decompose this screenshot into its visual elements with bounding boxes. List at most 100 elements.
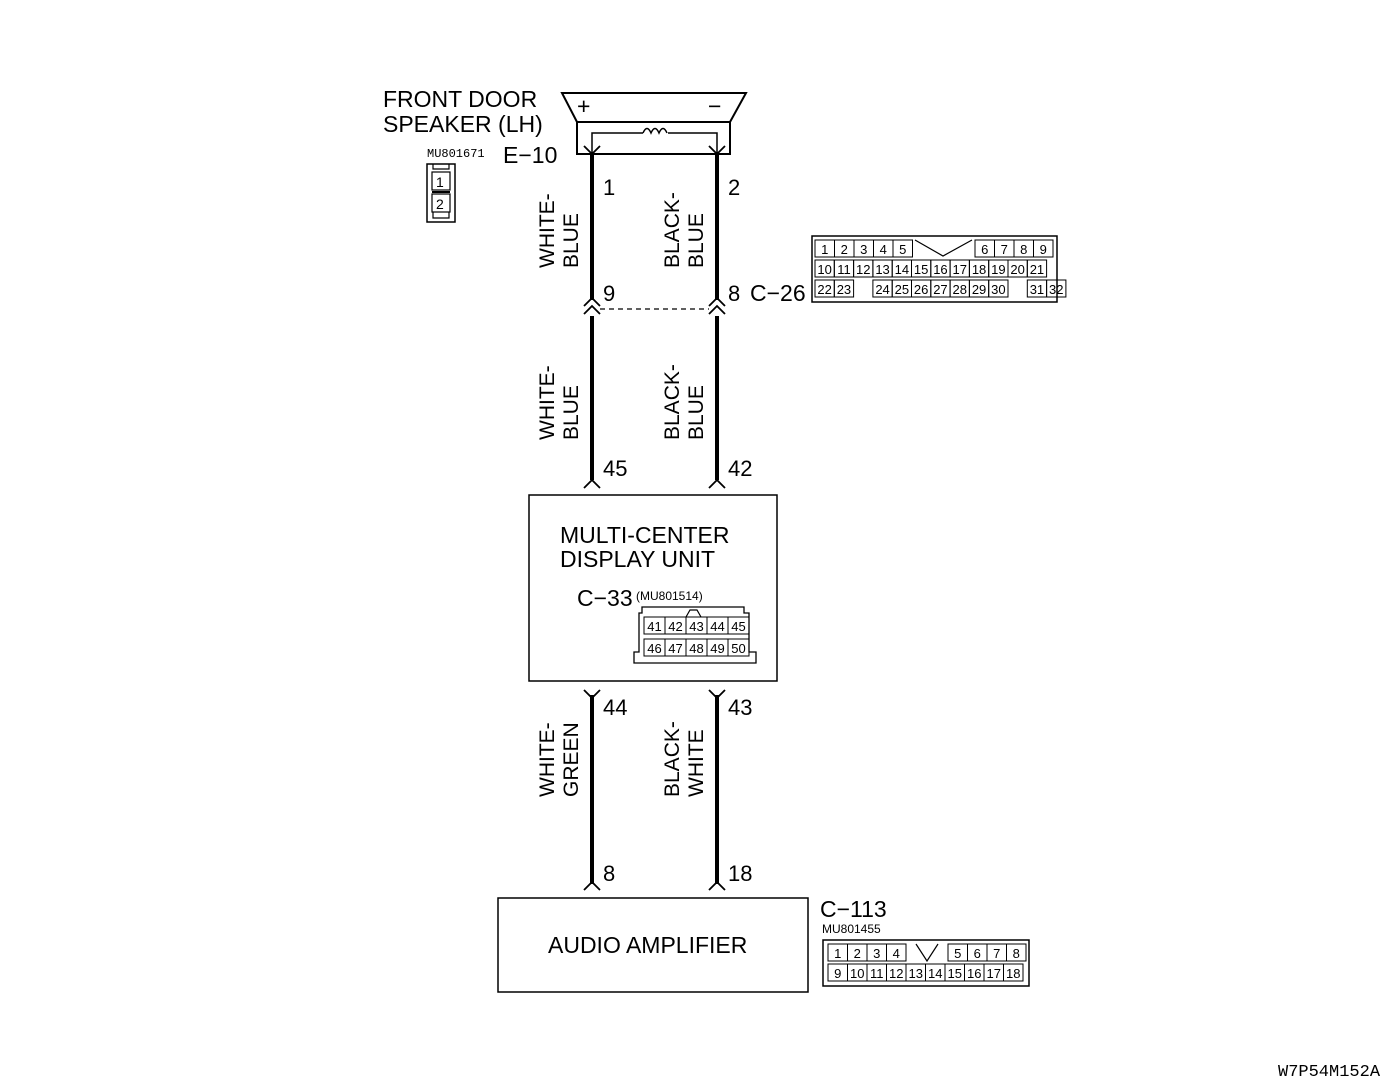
c113-pin-cell bbox=[1006, 943, 1027, 962]
wire-color-top-left-1: WHITE- bbox=[536, 193, 559, 268]
chevron-c26-left bbox=[583, 296, 601, 315]
c33-pin-49: 49 bbox=[710, 641, 724, 656]
c113-pin-1: 1 bbox=[834, 946, 841, 961]
c26-pin-12: 12 bbox=[856, 262, 870, 277]
pin-c113-8: 8 bbox=[603, 861, 615, 886]
e10-pin-2: 2 bbox=[436, 196, 444, 212]
c26-pin-10: 10 bbox=[817, 262, 831, 277]
c26-pin-15: 15 bbox=[914, 262, 928, 277]
speaker-part-number: MU801671 bbox=[427, 147, 485, 161]
wire-color-mid-right-1: BLACK- bbox=[661, 364, 684, 440]
c33-part-number: (MU801514) bbox=[636, 589, 703, 603]
c26-pin-7: 7 bbox=[1001, 242, 1008, 257]
speaker-body bbox=[576, 121, 731, 155]
c113-pin-4: 4 bbox=[893, 946, 900, 961]
c33-pin-50: 50 bbox=[731, 641, 745, 656]
chevron-c33-out-left bbox=[583, 689, 601, 700]
c26-pin-31: 31 bbox=[1030, 282, 1044, 297]
c26-pin-9: 9 bbox=[1040, 242, 1047, 257]
c113-pin-10: 10 bbox=[850, 966, 864, 981]
c33-label: C−33 bbox=[577, 585, 633, 611]
c26-pin-13: 13 bbox=[875, 262, 889, 277]
pin-numbers: 1 2 9 8 45 42 44 43 8 18 bbox=[603, 175, 752, 886]
c33-pin-48: 48 bbox=[689, 641, 703, 656]
c26-pin-cell bbox=[1046, 279, 1067, 298]
c26-pin-cell bbox=[1033, 239, 1054, 258]
wire-color-low-left-1: WHITE- bbox=[536, 722, 559, 797]
pin-c33-43: 43 bbox=[728, 695, 752, 720]
c26-pin-cell bbox=[833, 279, 855, 298]
c26-pin-21: 21 bbox=[1030, 262, 1044, 277]
speaker-connector-label: E−10 bbox=[503, 142, 557, 168]
c26-pin-cell bbox=[988, 279, 1009, 298]
pin-c33-45: 45 bbox=[603, 456, 627, 481]
pin-c33-42: 42 bbox=[728, 456, 752, 481]
c26-pin-25: 25 bbox=[895, 282, 909, 297]
c26-pin-cell bbox=[892, 239, 913, 258]
speaker-title-line1: FRONT DOOR bbox=[383, 86, 537, 112]
c113-pin-13: 13 bbox=[909, 966, 923, 981]
c26-pin-16: 16 bbox=[933, 262, 947, 277]
c26-pin-27: 27 bbox=[933, 282, 947, 297]
chevron-e10-left bbox=[583, 145, 601, 156]
c113-part-number: MU801455 bbox=[822, 922, 881, 936]
wire-color-low-right-1: BLACK- bbox=[661, 721, 684, 797]
c26-pin-1: 1 bbox=[821, 242, 828, 257]
c113-pin-2: 2 bbox=[854, 946, 861, 961]
c26-pin-18: 18 bbox=[972, 262, 986, 277]
wire-color-top-right-1: BLACK- bbox=[661, 192, 684, 268]
e10-pin-1: 1 bbox=[436, 174, 444, 190]
c26-pin-8: 8 bbox=[1020, 242, 1027, 257]
pin-c26-9: 9 bbox=[603, 281, 615, 306]
c113-pin-8: 8 bbox=[1013, 946, 1020, 961]
c26-pin-19: 19 bbox=[991, 262, 1005, 277]
c113-pin-3: 3 bbox=[873, 946, 880, 961]
c113-pin-cell bbox=[886, 943, 907, 962]
c33-pin-45: 45 bbox=[731, 619, 745, 634]
pin-c33-44: 44 bbox=[603, 695, 627, 720]
c113-pin-16: 16 bbox=[967, 966, 981, 981]
c26-pin-20: 20 bbox=[1010, 262, 1024, 277]
chevron-c33-in-left bbox=[583, 478, 601, 489]
c26-pin-23: 23 bbox=[837, 282, 851, 297]
c26-pin-5: 5 bbox=[899, 242, 906, 257]
wire-color-mid-left-2: BLUE bbox=[560, 385, 583, 440]
speaker-minus-label: − bbox=[708, 93, 721, 119]
c26-pin-17: 17 bbox=[953, 262, 967, 277]
mcdu-title-line1: MULTI-CENTER bbox=[560, 522, 730, 548]
speaker-coil-symbol bbox=[642, 127, 668, 135]
wire-color-labels: WHITE- BLUE BLACK- BLUE WHITE- BLUE BLAC… bbox=[536, 192, 708, 797]
c26-pin-22: 22 bbox=[817, 282, 831, 297]
connector-chevrons bbox=[583, 145, 726, 891]
pin-c26-8: 8 bbox=[728, 281, 740, 306]
wire-color-mid-right-2: BLUE bbox=[685, 385, 708, 440]
c113-connector-face bbox=[822, 939, 1030, 987]
c113-pin-cell bbox=[1003, 963, 1024, 982]
c33-connector-face bbox=[633, 606, 757, 664]
amplifier-title: AUDIO AMPLIFIER bbox=[548, 932, 747, 958]
c113-pin-15: 15 bbox=[948, 966, 962, 981]
c113-pin-11: 11 bbox=[870, 966, 884, 981]
c113-pin-5: 5 bbox=[954, 946, 961, 961]
c26-pin-28: 28 bbox=[953, 282, 967, 297]
chevron-c33-in-right bbox=[708, 478, 726, 489]
wire-color-low-right-2: WHITE bbox=[685, 729, 708, 797]
c26-pin-4: 4 bbox=[880, 242, 887, 257]
c113-pin-14: 14 bbox=[928, 966, 942, 981]
pin-e10-1: 1 bbox=[603, 175, 615, 200]
chevron-c33-out-right bbox=[708, 689, 726, 700]
c26-connector-face bbox=[811, 235, 1058, 303]
c26-pin-2: 2 bbox=[841, 242, 848, 257]
c113-pin-6: 6 bbox=[974, 946, 981, 961]
figure-code: W7P54M152A bbox=[1278, 1063, 1381, 1082]
c26-pin-11: 11 bbox=[837, 262, 851, 277]
wire-color-mid-left-1: WHITE- bbox=[536, 365, 559, 440]
